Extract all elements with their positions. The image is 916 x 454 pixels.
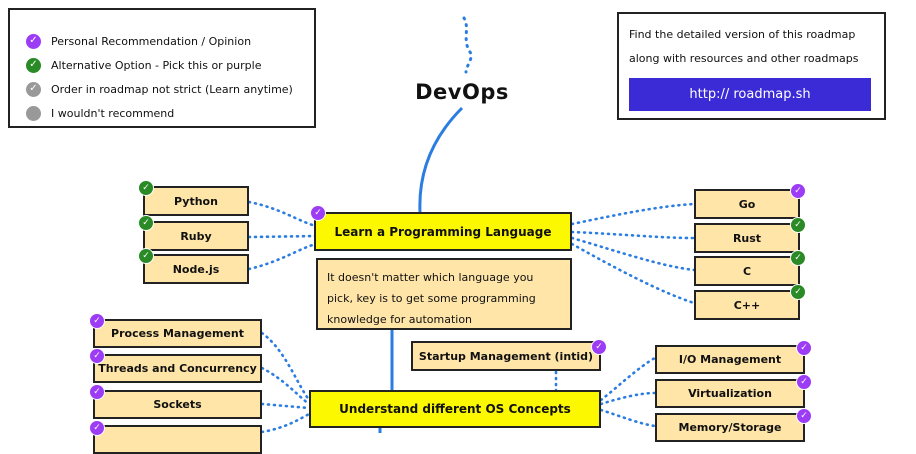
threads-concurrency-node[interactable]: Threads and Concurrency	[93, 354, 262, 383]
purple-check-badge-icon: ✓	[89, 313, 105, 329]
purple-check-badge-icon: ✓	[89, 348, 105, 364]
legend-item-alternative: ✓ Alternative Option - Pick this or purp…	[26, 55, 261, 75]
legend-label: Order in roadmap not strict (Learn anyti…	[51, 82, 293, 96]
link-process	[260, 331, 311, 402]
link-ruby	[247, 234, 318, 239]
language-note: It doesn't matter which language you pic…	[316, 258, 572, 330]
rust-node[interactable]: Rust	[694, 223, 800, 253]
link-nodejs	[247, 242, 318, 271]
legend-item-recommendation: ✓ Personal Recommendation / Opinion	[26, 31, 251, 51]
green-check-badge-icon: ✓	[790, 217, 806, 233]
purple-check-badge-icon: ✓	[591, 339, 607, 355]
python-node[interactable]: Python	[143, 186, 249, 216]
sockets-node[interactable]: Sockets	[93, 390, 262, 419]
ruby-node[interactable]: Ruby	[143, 221, 249, 251]
learn-language-node[interactable]: Learn a Programming Language	[314, 212, 572, 251]
legend-item-order: ✓ Order in roadmap not strict (Learn any…	[26, 79, 293, 99]
link-c	[570, 236, 696, 272]
check-icon: ✓	[26, 81, 41, 97]
virtualization-node[interactable]: Virtualization	[655, 379, 805, 408]
purple-check-badge-icon: ✓	[790, 183, 806, 199]
green-check-badge-icon: ✓	[138, 180, 154, 196]
spine-title-to-language	[418, 106, 464, 213]
os-concepts-node[interactable]: Understand different OS Concepts	[309, 390, 601, 428]
purple-check-badge-icon: ✓	[89, 384, 105, 400]
process-management-node[interactable]: Process Management	[93, 319, 262, 348]
spine-top-dots	[462, 16, 473, 74]
green-check-badge-icon: ✓	[138, 215, 154, 231]
legend-label: Alternative Option - Pick this or purple	[51, 58, 262, 72]
purple-check-badge-icon: ✓	[796, 340, 812, 356]
info-text-line-2: along with resources and other roadmaps	[629, 52, 859, 65]
link-os-left-4	[260, 412, 311, 433]
startup-management-node[interactable]: Startup Management (intid)	[411, 341, 601, 371]
go-node[interactable]: Go	[694, 189, 800, 219]
roadmap-link-button[interactable]: http:// roadmap.sh	[629, 78, 871, 111]
green-check-badge-icon: ✓	[138, 248, 154, 264]
c-node[interactable]: C	[694, 256, 800, 286]
io-management-node[interactable]: I/O Management	[655, 345, 805, 374]
check-icon: ✓	[26, 57, 41, 73]
memory-storage-node[interactable]: Memory/Storage	[655, 413, 805, 442]
link-memory	[599, 408, 657, 428]
link-threads	[260, 366, 311, 406]
legend-box: ✓ Personal Recommendation / Opinion ✓ Al…	[8, 8, 316, 128]
link-go	[570, 202, 696, 226]
dot-icon	[26, 105, 41, 121]
check-icon: ✓	[26, 33, 41, 49]
legend-label: I wouldn't recommend	[51, 106, 175, 120]
link-python	[247, 200, 318, 228]
legend-label: Personal Recommendation / Opinion	[51, 34, 252, 48]
os-left-node-4[interactable]	[93, 425, 262, 454]
legend-item-not-recommended: I wouldn't recommend	[26, 103, 174, 123]
purple-check-badge-icon: ✓	[796, 408, 812, 424]
purple-check-badge-icon: ✓	[89, 420, 105, 436]
link-cpp	[570, 242, 696, 305]
green-check-badge-icon: ✓	[790, 250, 806, 266]
purple-check-badge-icon: ✓	[796, 374, 812, 390]
link-sockets	[260, 402, 311, 410]
nodejs-node[interactable]: Node.js	[143, 254, 249, 284]
cpp-node[interactable]: C++	[694, 290, 800, 320]
green-check-badge-icon: ✓	[790, 284, 806, 300]
info-box: Find the detailed version of this roadma…	[617, 12, 886, 120]
link-rust	[570, 230, 696, 240]
info-text-line-1: Find the detailed version of this roadma…	[629, 28, 856, 41]
link-io	[599, 356, 657, 402]
connectors-layer	[247, 16, 696, 433]
link-virtualization	[599, 391, 657, 406]
page-title: DevOps	[415, 80, 509, 104]
purple-check-badge-icon: ✓	[310, 205, 326, 221]
